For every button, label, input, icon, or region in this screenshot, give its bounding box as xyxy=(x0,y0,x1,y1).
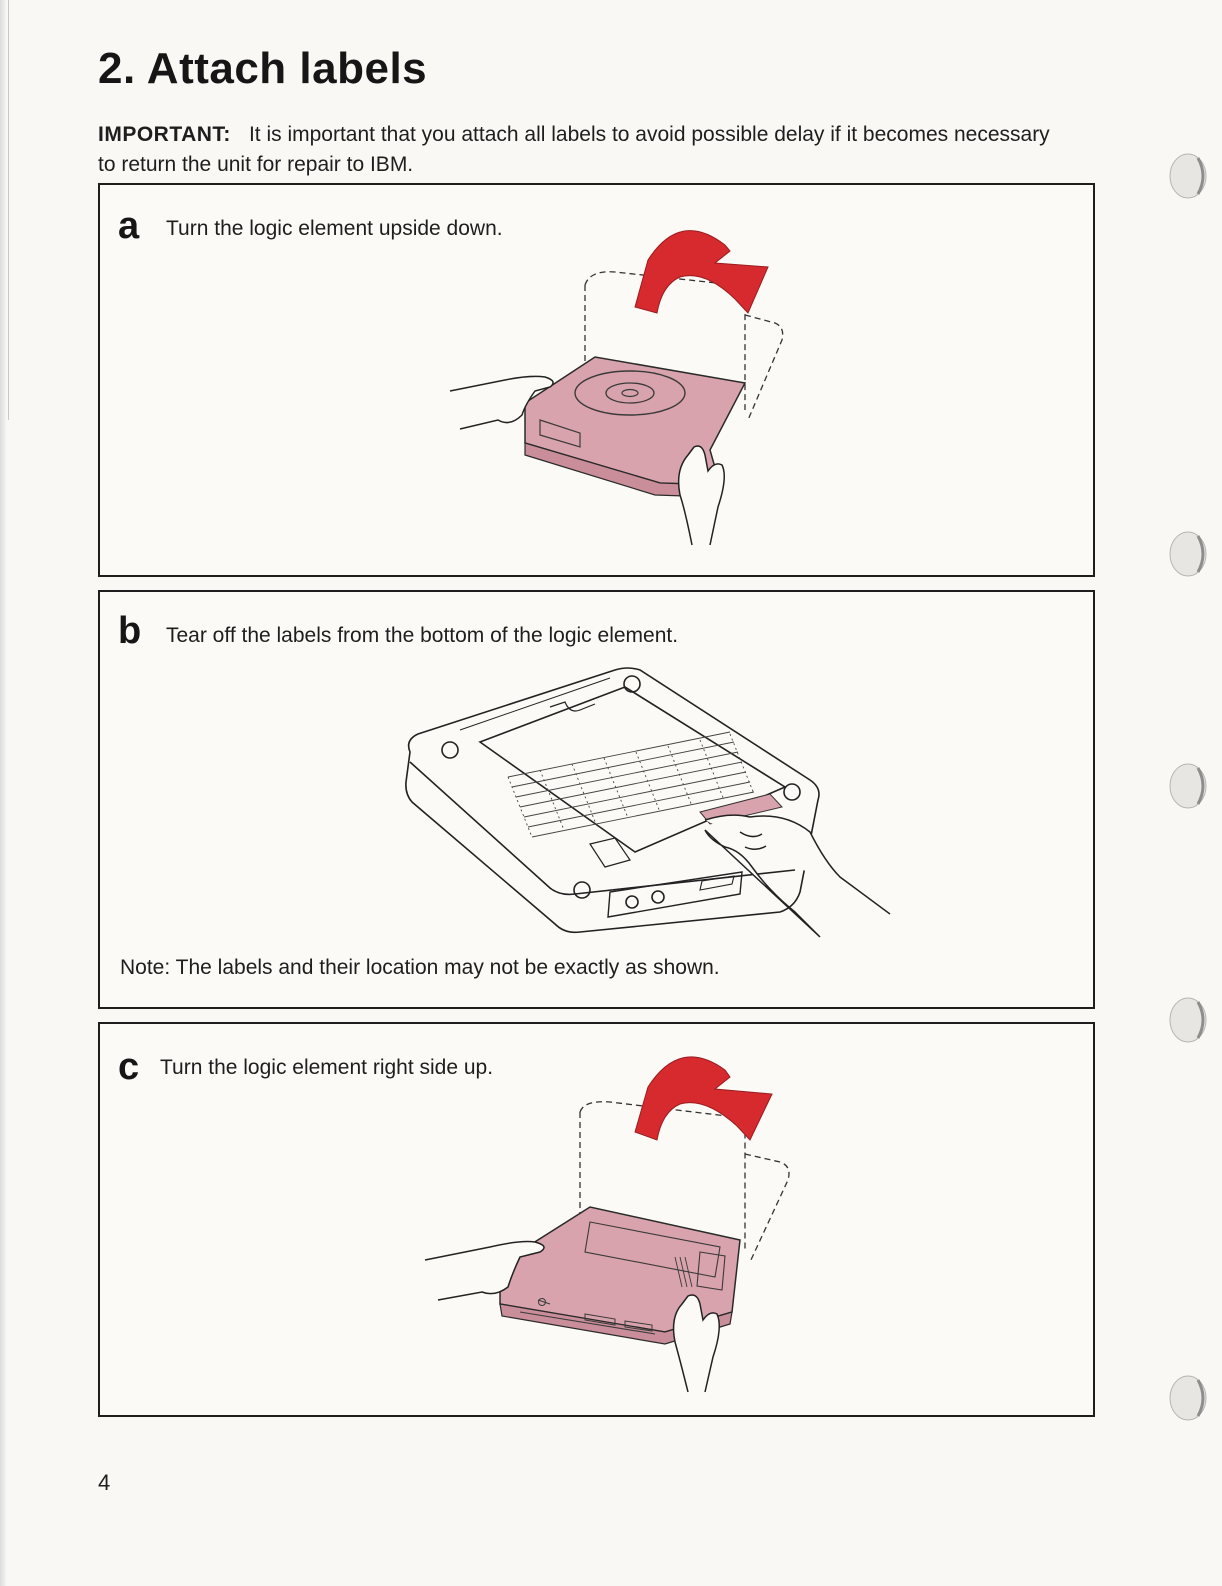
page-title: 2. Attach labels xyxy=(98,44,428,93)
binder-hole-icon xyxy=(1169,1375,1207,1421)
hand-left xyxy=(449,375,554,430)
important-notice: IMPORTANT:It is important that you attac… xyxy=(98,120,1058,180)
step-b-panel: b Tear off the labels from the bottom of… xyxy=(98,590,1095,1009)
hand-left xyxy=(424,1240,545,1301)
red-flip-arrow xyxy=(634,230,769,314)
step-c-panel: c Turn the logic element right side up. xyxy=(98,1022,1095,1417)
flip-right-side-up-illustration xyxy=(424,1056,790,1393)
page-edge xyxy=(0,0,6,1586)
hand-right xyxy=(672,1294,720,1393)
step-a-text: Turn the logic element upside down. xyxy=(166,217,503,240)
hand-right xyxy=(677,445,725,546)
important-text: It is important that you attach all labe… xyxy=(98,123,1050,176)
step-a-letter: a xyxy=(118,205,140,247)
binder-hole-icon xyxy=(1169,153,1207,199)
binder-hole-icon xyxy=(1169,763,1207,809)
step-c-text: Turn the logic element right side up. xyxy=(160,1056,494,1079)
hand-tearing xyxy=(704,814,891,938)
step-c-letter: c xyxy=(118,1046,140,1088)
red-flip-arrow xyxy=(634,1056,773,1141)
flip-upside-down-illustration xyxy=(449,230,784,546)
binder-hole-icon xyxy=(1169,997,1207,1043)
step-a-panel: a Turn the logic element upside down. xyxy=(98,183,1095,577)
step-b-letter: b xyxy=(118,610,142,652)
important-label: IMPORTANT: xyxy=(98,123,231,146)
page-rule xyxy=(8,0,9,420)
note-text: Note: The labels and their location may … xyxy=(120,956,720,979)
label-grid xyxy=(507,731,755,838)
page-number: 4 xyxy=(98,1470,111,1495)
logic-element-bottom xyxy=(405,667,820,934)
tear-labels-illustration xyxy=(405,667,891,938)
binder-hole-icon xyxy=(1169,531,1207,577)
step-b-text: Tear off the labels from the bottom of t… xyxy=(166,624,679,647)
